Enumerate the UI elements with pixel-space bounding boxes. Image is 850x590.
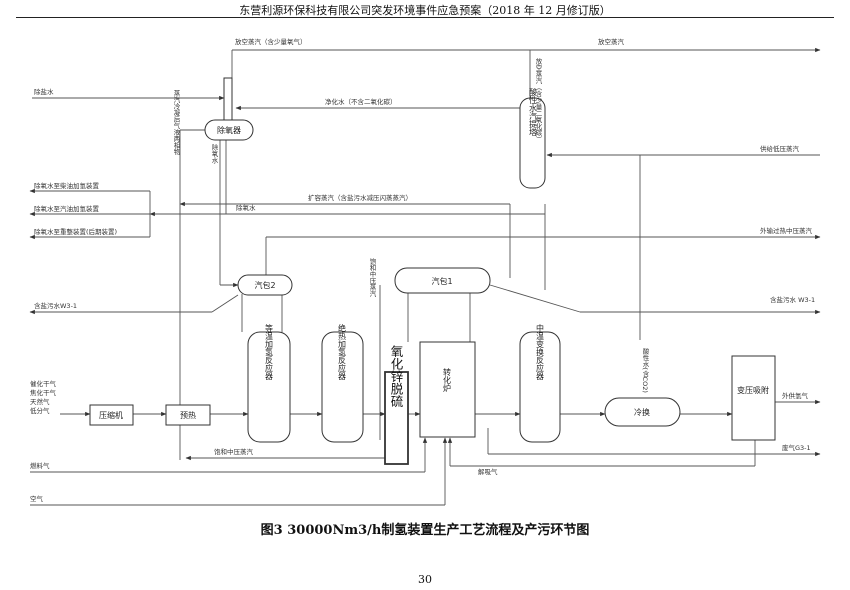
svg-text:汽包2: 汽包2 — [254, 280, 275, 290]
svg-text:变压吸附: 变压吸附 — [737, 385, 769, 395]
label-fuel-gas: 燃料气 — [30, 461, 50, 470]
adiabatic-hydrogenation-reactor: 绝热加氢反应器 — [321, 323, 364, 443]
svg-text:绝热加氢反应器: 绝热加氢反应器 — [338, 323, 347, 381]
svg-text:天然气: 天然气 — [30, 397, 50, 406]
label-desalted-water: 除盐水 — [34, 87, 54, 96]
svg-text:催化干气: 催化干气 — [30, 379, 57, 388]
process-flow-diagram: 除氧器 酸性水汽提塔 汽包2 汽包1 等温加氢反应器 绝热加氢反应器 氧化锌脱硫 — [29, 37, 821, 506]
label-vent-steam: 放空蒸汽 — [598, 37, 625, 46]
svg-text:预热: 预热 — [180, 410, 196, 420]
page-header: 东营利源环保科技有限公司突发环境事件应急预案（2018 年 12 月修订版） — [239, 4, 611, 17]
stream-labels: 放空蒸汽（含少量氧气） 放空蒸汽 放空蒸汽（含少量二氧化碳） 除盐水 净化水（不… — [30, 37, 815, 503]
svg-text:氧化锌脱硫: 氧化锌脱硫 — [389, 345, 404, 408]
saline-line-left — [211, 294, 239, 313]
svg-text:汽包1: 汽包1 — [431, 276, 452, 286]
steam-drum-1: 汽包1 — [394, 267, 491, 294]
svg-text:转化炉: 转化炉 — [443, 367, 452, 393]
svg-text:中温变换反应器: 中温变换反应器 — [536, 323, 545, 381]
saline-line-right — [489, 284, 581, 313]
reformer-furnace: 转化炉 — [419, 341, 476, 438]
isothermal-hydrogenation-reactor: 等温加氢反应器 — [247, 323, 291, 443]
label-air: 空气 — [30, 494, 44, 503]
label-flash-steam: 扩容蒸汽（含盐污水减压闪蒸蒸汽） — [308, 193, 412, 202]
acid-water-stripper: 酸性水汽提塔 — [519, 87, 546, 189]
preheater: 预热 — [165, 404, 211, 426]
label-purified-water: 净化水（不含二氧化碳） — [325, 97, 397, 106]
zinc-oxide-desulfurizer: 氧化锌脱硫 — [384, 345, 409, 465]
steam-drum-2: 汽包2 — [237, 274, 293, 296]
deaerator: 除氧器 — [204, 77, 254, 141]
svg-text:除氧器: 除氧器 — [217, 125, 241, 135]
label-saturated-mp-steam: 饱和中压蒸汽 — [368, 257, 376, 298]
label-to-reforming: 除氧水至重整装置(后期装置) — [34, 227, 117, 236]
label-to-diesel: 除氧水至柴油加氢装置 — [34, 181, 100, 190]
label-vent-low-co2: 放空蒸汽（含少量二氧化碳） — [534, 57, 542, 143]
label-deoxy-water-vertical: 除氧水 — [210, 143, 218, 164]
label-acid-water: 酸性水(含CO2) — [641, 347, 649, 393]
svg-text:等温加氢反应器: 等温加氢反应器 — [265, 323, 274, 381]
label-saline-right: 含盐污水 W3-1 — [770, 295, 815, 304]
label-lp-steam-supply: 供给低压蒸汽 — [760, 144, 800, 153]
equipment: 除氧器 酸性水汽提塔 汽包2 汽包1 等温加氢反应器 绝热加氢反应器 氧化锌脱硫 — [89, 77, 776, 465]
svg-text:低分气: 低分气 — [30, 406, 50, 415]
label-to-gasoline: 除氧水至汽油加氢装置 — [34, 204, 100, 213]
label-vent-low-o2: 放空蒸汽（含少量氧气） — [235, 37, 307, 46]
figure-caption: 图3 30000Nm3/h制氢装置生产工艺流程及产污环节图 — [260, 523, 590, 538]
pipe-lines — [29, 47, 821, 506]
header-rule — [16, 17, 834, 18]
label-waste-gas: 废气G3-1 — [782, 443, 811, 452]
psa-unit: 变压吸附 — [731, 355, 776, 441]
label-sat-mp-steam-bottom: 饱和中压蒸汽 — [214, 447, 254, 456]
compressor: 压缩机 — [89, 404, 134, 426]
label-feed-gases: 催化干气 焦化干气 天然气 低分气 — [30, 379, 57, 415]
cooler: 冷换 — [604, 397, 681, 427]
label-saline-left: 含盐污水W3-1 — [34, 301, 77, 310]
acid-stripper-label: 酸性水汽提塔 — [529, 87, 538, 137]
label-deoxy-water-horizontal: 除氧水 — [236, 203, 256, 212]
label-h2-export: 外供氢气 — [782, 391, 809, 400]
svg-text:压缩机: 压缩机 — [99, 410, 123, 420]
svg-text:焦化干气: 焦化干气 — [30, 388, 57, 397]
svg-text:冷换: 冷换 — [634, 407, 650, 417]
page-number: 30 — [418, 573, 432, 586]
label-desorbed-gas: 解吸气 — [478, 467, 498, 476]
medium-temp-shift-reactor: 中温变换反应器 — [519, 323, 561, 443]
label-steam-condensate: 蒸汽冷凝后气液两相物 — [172, 89, 180, 157]
label-export-mp-steam: 外输过热中压蒸汽 — [760, 226, 813, 235]
